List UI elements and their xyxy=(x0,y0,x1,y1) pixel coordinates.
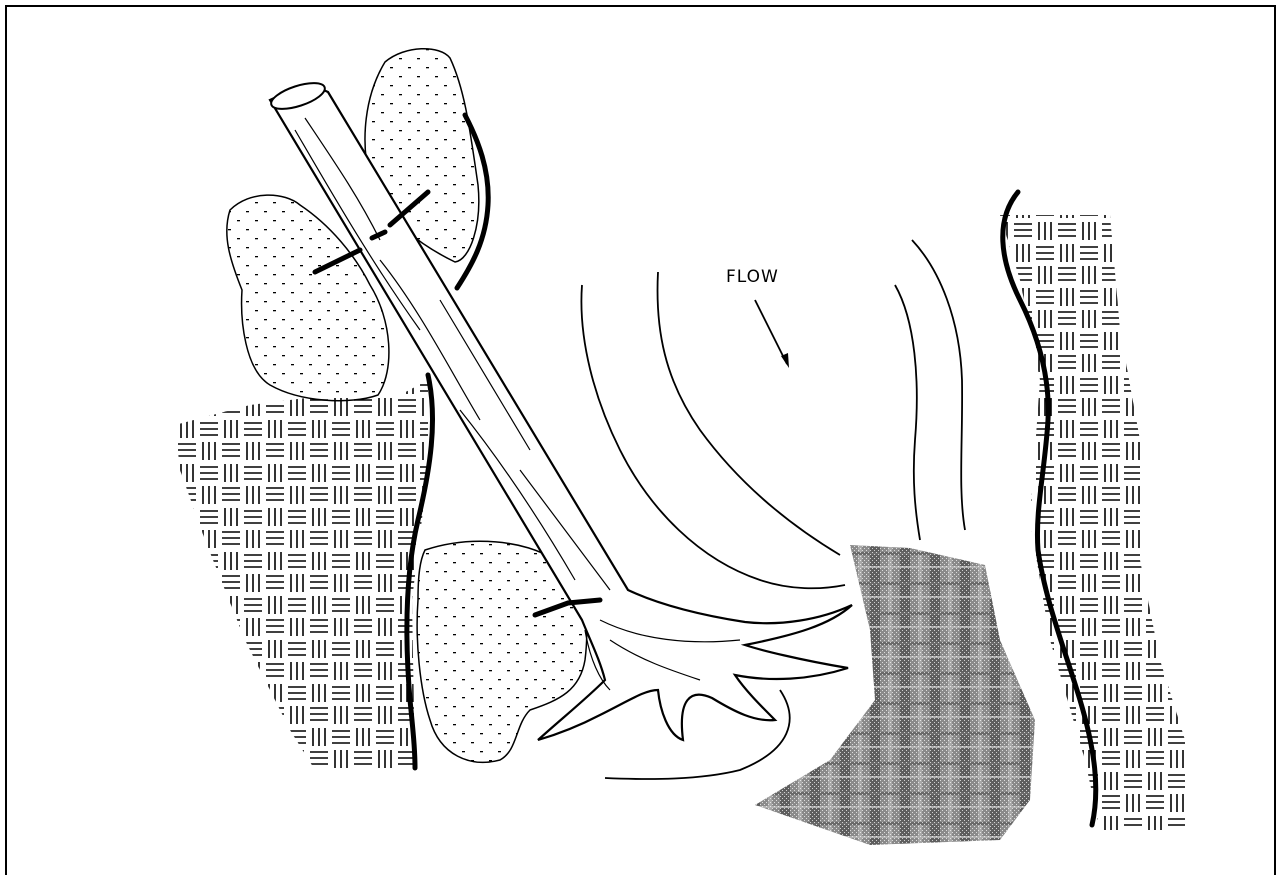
shaded-area xyxy=(755,545,1035,845)
flow-label: FLOW xyxy=(726,267,779,287)
flow-annotation: FLOW xyxy=(726,267,789,368)
flow-arrow-icon xyxy=(755,300,789,368)
left-bank-texture xyxy=(175,380,428,770)
